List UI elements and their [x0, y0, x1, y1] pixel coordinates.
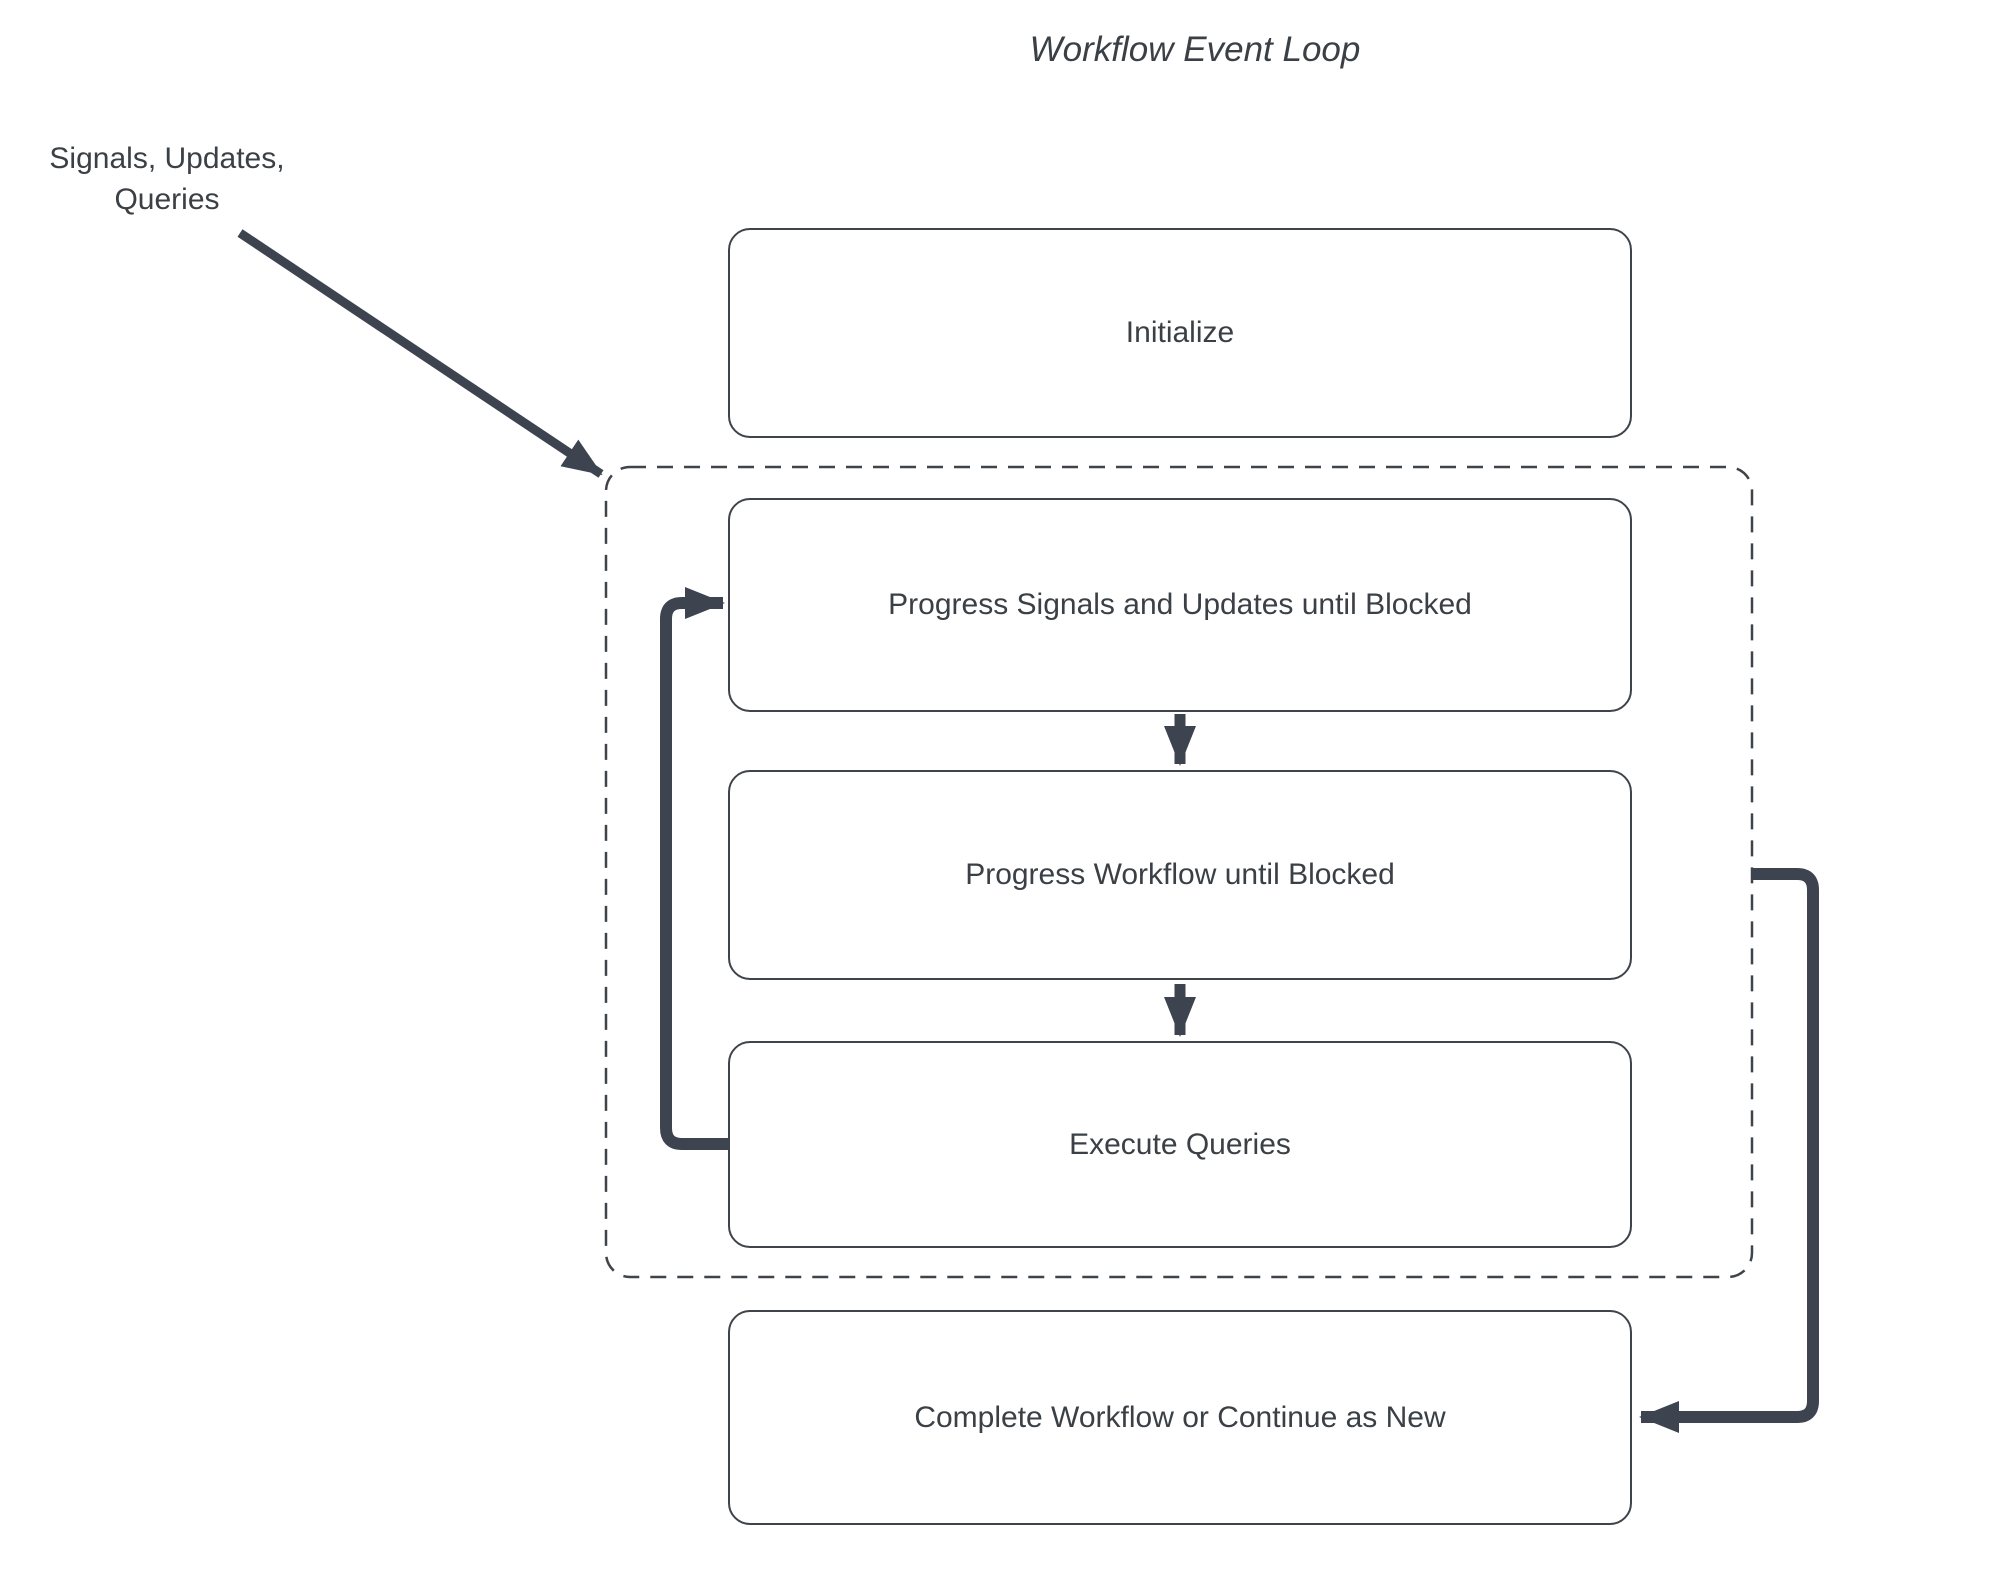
node-execute-queries: Execute Queries	[728, 1041, 1632, 1248]
loop-back-connector	[660, 587, 729, 1150]
diagram-title: Workflow Event Loop	[1029, 30, 1361, 69]
node-execute-queries-label: Execute Queries	[1069, 1127, 1291, 1161]
node-progress-signals-updates-label: Progress Signals and Updates until Block…	[888, 588, 1472, 621]
node-complete-workflow-label: Complete Workflow or Continue as New	[914, 1400, 1446, 1434]
input-arrow	[237, 229, 604, 478]
node-progress-workflow-label: Progress Workflow until Blocked	[965, 858, 1395, 891]
node-initialize: Initialize	[728, 228, 1632, 438]
node-complete-workflow: Complete Workflow or Continue as New	[728, 1310, 1632, 1525]
node-progress-workflow: Progress Workflow until Blocked	[728, 770, 1632, 980]
exit-connector	[1639, 868, 1819, 1433]
node-initialize-label: Initialize	[1125, 316, 1235, 349]
node-progress-signals-updates: Progress Signals and Updates until Block…	[728, 498, 1632, 712]
input-sources-label: Signals, Updates, Queries	[49, 142, 285, 216]
